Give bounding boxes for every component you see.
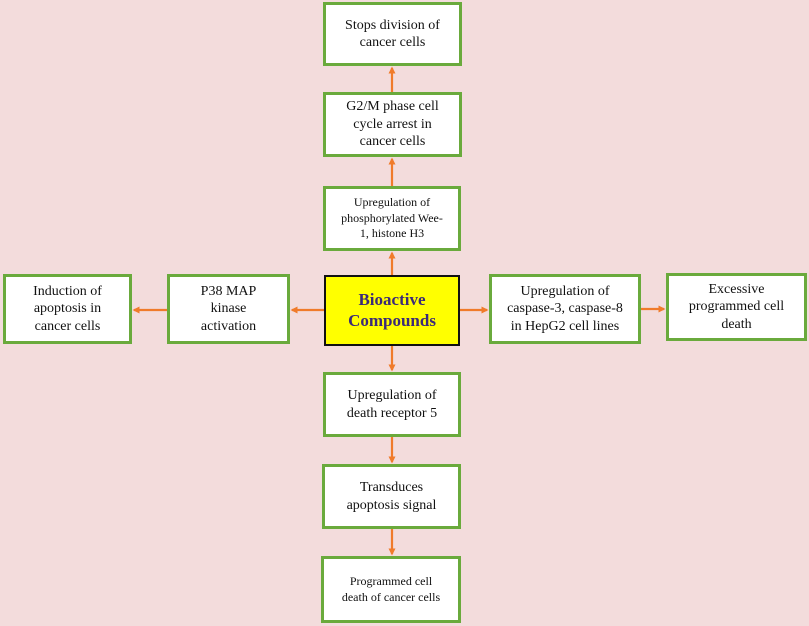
box-line: Stops division of xyxy=(345,17,440,33)
center-line: Bioactive xyxy=(358,290,426,310)
box-death-receptor-5: Upregulation of death receptor 5 xyxy=(323,372,461,437)
box-line: Upregulation of xyxy=(353,195,431,210)
box-wee1-upregulation: Upregulation of phosphorylated Wee- 1, h… xyxy=(323,186,461,251)
box-line: 1, histone H3 xyxy=(359,226,425,241)
box-line: apoptosis signal xyxy=(346,497,437,513)
box-caspase-upregulation: Upregulation of caspase-3, caspase-8 in … xyxy=(489,274,641,344)
box-line: cancer cells xyxy=(359,35,426,50)
box-programmed-death: Programmed cell death of cancer cells xyxy=(321,556,461,623)
center-line: Compounds xyxy=(348,310,436,330)
box-g2m-arrest: G2/M phase cell cycle arrest in cancer c… xyxy=(323,92,462,157)
box-line: cycle arrest in xyxy=(353,116,432,132)
box-line: Upregulation of xyxy=(520,283,610,299)
box-line: kinase xyxy=(210,301,247,317)
box-line: activation xyxy=(200,318,257,334)
box-line: Programmed cell xyxy=(349,573,433,588)
box-line: P38 MAP xyxy=(200,283,257,299)
box-line: cancer cells xyxy=(34,318,101,334)
box-line: in HepG2 cell lines xyxy=(510,318,620,334)
box-excessive-cell-death: Excessive programmed cell death xyxy=(666,273,807,341)
box-line: Excessive xyxy=(708,281,765,297)
box-line: Upregulation of xyxy=(347,388,437,403)
box-line: death receptor 5 xyxy=(346,405,438,421)
box-line: death of cancer cells xyxy=(341,589,441,604)
box-p38-activation: P38 MAP kinase activation xyxy=(167,274,290,344)
box-line: programmed cell xyxy=(688,299,785,315)
box-line: phosphorylated Wee- xyxy=(341,210,443,225)
box-apoptosis-signal: Transduces apoptosis signal xyxy=(322,464,461,529)
box-line: caspase-3, caspase-8 xyxy=(507,301,623,317)
box-line: Transduces xyxy=(359,480,424,495)
box-line: death xyxy=(721,316,752,332)
box-stops-division: Stops division of cancer cells xyxy=(323,2,462,66)
box-line: Induction of xyxy=(33,283,102,299)
box-line: G2/M phase cell xyxy=(346,99,439,115)
box-bioactive-compounds: Bioactive Compounds xyxy=(324,275,460,346)
box-line: apoptosis in xyxy=(33,301,102,317)
box-apoptosis-induction: Induction of apoptosis in cancer cells xyxy=(3,274,132,344)
box-line: cancer cells xyxy=(359,134,426,150)
